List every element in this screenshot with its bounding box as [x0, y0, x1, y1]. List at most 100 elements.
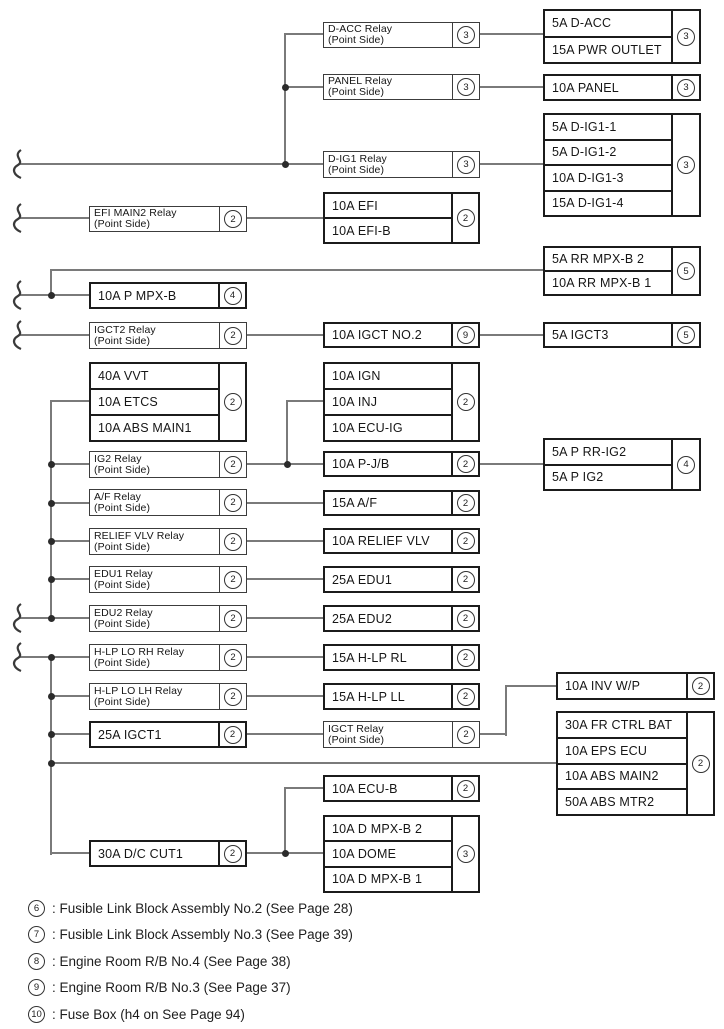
fuse-row: 10A EFI	[325, 194, 453, 219]
location-tag-cell: 2	[219, 606, 246, 631]
relay-label-area: IG2 Relay(Point Side)	[90, 452, 220, 477]
wire-segment	[51, 762, 556, 764]
legend-item: 9: Engine Room R/B No.3 (See Page 37)	[28, 978, 291, 998]
location-tag-cell: 2	[219, 452, 246, 477]
location-tag-number: 2	[462, 535, 469, 547]
location-tag-cell: 2	[451, 492, 478, 514]
fuse-label-area: 15A H-LP LL	[325, 685, 453, 708]
fuse-label: 15A PWR OUTLET	[552, 42, 662, 57]
fuse-row: 10A ECU-B	[325, 777, 453, 800]
fuse-label: 10A EFI-B	[332, 223, 391, 238]
fuse-label: 10A IGCT NO.2	[332, 328, 422, 342]
wire-segment	[480, 33, 543, 35]
fuse-label: 10A EPS ECU	[565, 743, 648, 758]
location-tag-cell: 2	[451, 194, 478, 242]
wire-segment	[505, 685, 507, 736]
legend-number-badge: 7	[28, 926, 45, 944]
fuse-row: 30A FR CTRL BAT	[558, 713, 688, 739]
fuse-label: 5A D-ACC	[552, 16, 612, 31]
relay-label: RELIEF VLV Relay(Point Side)	[90, 529, 220, 554]
relay-name: H-LP LO LH Relay	[94, 684, 183, 697]
location-tag-number: 2	[462, 613, 469, 624]
fuse-label: 10A INJ	[332, 395, 378, 409]
location-tag: 3	[456, 845, 475, 863]
location-tag-cell: 4	[671, 440, 699, 489]
fuse-row: 10A EFI-B	[325, 219, 453, 242]
fuse-row: 5A IGCT3	[545, 324, 673, 346]
fuse-row: 25A IGCT1	[91, 723, 220, 746]
wire-segment	[51, 463, 89, 465]
location-tag-cell: 9	[451, 324, 478, 346]
fuse-row: 5A P RR-IG2	[545, 440, 673, 466]
location-tag-number: 2	[230, 613, 236, 624]
location-tag: 2	[457, 725, 475, 744]
wire-segment	[20, 334, 89, 336]
relay-label-area: IGCT Relay(Point Side)	[324, 722, 453, 747]
relay-label: H-LP LO LH Relay(Point Side)	[90, 684, 220, 709]
location-tag-number: 3	[683, 159, 689, 171]
fuse-label-area: 5A P RR-IG2 5A P IG2	[545, 440, 673, 489]
legend-text: : Engine Room R/B No.4 (See Page 38)	[52, 953, 291, 969]
location-tag: 5	[677, 262, 695, 280]
location-tag: 2	[456, 494, 475, 512]
fuse-label-area: 10A EFI 10A EFI-B	[325, 194, 453, 242]
fuse-label-area: 10A INV W/P	[558, 674, 688, 698]
relay-name: D-ACC Relay	[328, 23, 393, 35]
relay-label: A/F Relay(Point Side)	[90, 490, 220, 515]
relay-subtext: (Point Side)	[328, 34, 385, 46]
fuse-label: 5A D-IG1-2	[552, 145, 617, 160]
fuse-label: 5A P IG2	[552, 470, 604, 485]
relay-name: D-IG1 Relay	[328, 152, 387, 165]
junction-dot	[48, 615, 55, 622]
wire-segment	[51, 695, 89, 697]
location-tag-cell: 2	[451, 364, 478, 440]
location-tag-number: 2	[462, 783, 469, 794]
relay-label: EFI MAIN2 Relay(Point Side)	[90, 207, 220, 231]
location-tag-cell: 2	[686, 674, 713, 698]
fuse-row: 15A H-LP LL	[325, 685, 453, 708]
location-tag-cell: 2	[451, 607, 478, 630]
wire-segment	[50, 656, 52, 855]
relay-name: H-LP LO RH Relay	[94, 645, 185, 658]
location-tag-cell: 2	[218, 364, 245, 440]
wire-segment	[51, 852, 89, 854]
junction-dot	[282, 850, 289, 857]
location-tag-cell: 2	[451, 453, 478, 475]
location-tag: 9	[456, 326, 475, 344]
wire-segment	[480, 463, 543, 465]
relay-name: RELIEF VLV Relay	[94, 529, 185, 542]
wire-segment	[50, 269, 52, 297]
relay-label-area: H-LP LO RH Relay(Point Side)	[90, 645, 220, 670]
fuse-row: 15A A/F	[325, 492, 453, 514]
relay-label-area: H-LP LO LH Relay(Point Side)	[90, 684, 220, 709]
location-tag-cell: 2	[219, 207, 246, 231]
location-tag: 4	[223, 286, 242, 305]
location-tag-number: 2	[230, 574, 236, 585]
fuse-row: 10A D MPX-B 1	[325, 868, 453, 891]
relay-label-area: RELIEF VLV Relay(Point Side)	[90, 529, 220, 554]
relay-label: D-IG1 Relay(Point Side)	[324, 152, 453, 177]
relay-ig2: IG2 Relay(Point Side)2	[89, 451, 247, 478]
relay-name: PANEL Relay	[328, 75, 393, 87]
wire-segment	[287, 400, 323, 402]
relay-label: D-ACC Relay(Point Side)	[324, 23, 453, 47]
location-tag: 3	[457, 26, 475, 44]
location-tag: 2	[224, 648, 242, 667]
location-tag-cell: 3	[452, 23, 479, 47]
location-tag: 3	[677, 78, 695, 97]
location-tag: 2	[224, 570, 242, 589]
location-tag-cell: 2	[218, 723, 245, 746]
location-tag-cell: 2	[451, 530, 478, 552]
fuse-group-efi: 10A EFI 10A EFI-B 2	[323, 192, 480, 244]
location-tag: 2	[224, 455, 242, 474]
relay-efi-main2: EFI MAIN2 Relay(Point Side)2	[89, 206, 247, 232]
fuse-label: 15A H-LP LL	[332, 689, 405, 704]
